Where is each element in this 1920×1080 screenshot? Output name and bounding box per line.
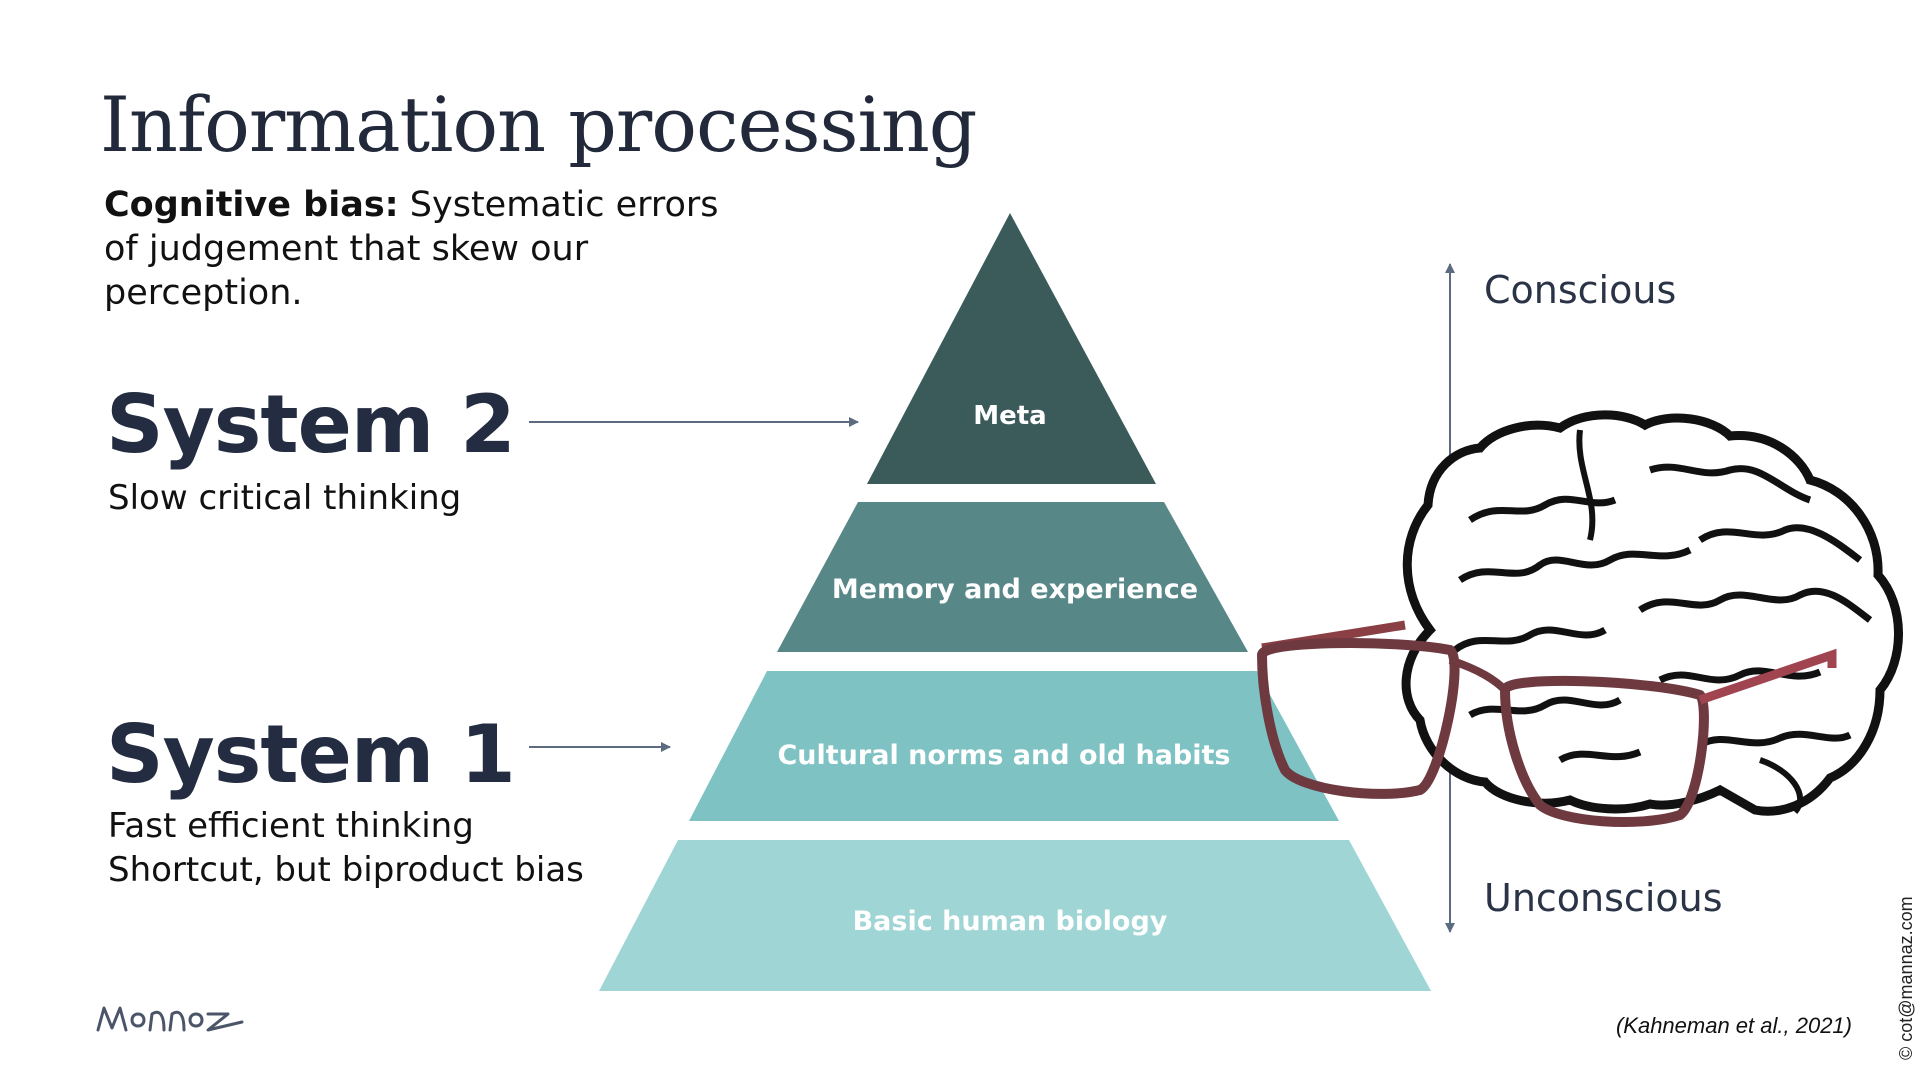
system-1-subtitle-shortcut: Shortcut, but biproduct bias <box>108 850 584 890</box>
unconscious-label: Unconscious <box>1484 876 1723 920</box>
brain-icon <box>1401 410 1903 816</box>
definition-text: Systematic errors of judgement that skew… <box>104 185 719 313</box>
glasses-icon <box>1256 620 1837 828</box>
system-2-title: System 2 <box>106 378 516 471</box>
level-label-memory: Memory and experience <box>832 574 1198 605</box>
cognitive-bias-definition: Cognitive bias: Systematic errors of jud… <box>104 183 744 315</box>
conscious-label: Conscious <box>1484 268 1677 312</box>
system-1-subtitle-fast: Fast efficient thinking <box>108 806 474 846</box>
copyright-notice: © cot@mannaz.com <box>1896 896 1916 1060</box>
pyramid-level-meta <box>867 213 1156 484</box>
citation: (Kahneman et al., 2021) <box>1615 1013 1852 1038</box>
page-title: Information processing <box>100 80 977 169</box>
mannaz-logo <box>96 1006 244 1032</box>
system-1-title: System 1 <box>106 708 516 801</box>
system-2-subtitle: Slow critical thinking <box>108 478 462 518</box>
pyramid-level-cultural <box>689 671 1339 821</box>
pyramid-level-memory <box>777 502 1248 652</box>
level-label-meta: Meta <box>973 401 1046 431</box>
definition-term: Cognitive bias: <box>104 185 399 225</box>
level-label-biology: Basic human biology <box>853 906 1168 937</box>
pyramid-level-biology <box>599 840 1431 991</box>
level-label-cultural: Cultural norms and old habits <box>777 740 1230 771</box>
